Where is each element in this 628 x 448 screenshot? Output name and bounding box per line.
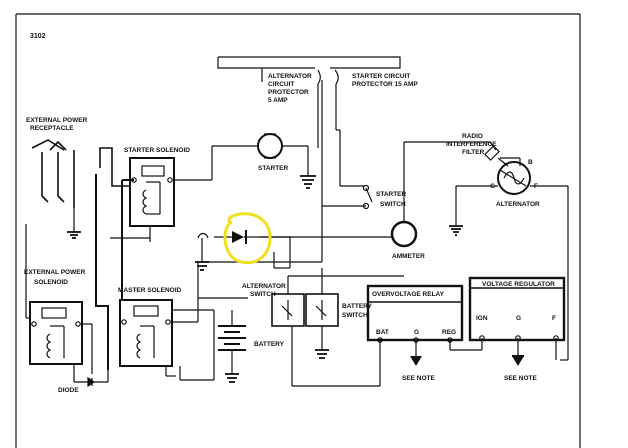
label-see-note-2: SEE NOTE: [504, 375, 538, 382]
label-radio-2: INTERFERENCE: [446, 141, 497, 148]
label-alt-g: G: [490, 183, 495, 190]
page-number: 3102: [30, 33, 46, 40]
label-ext-receptacle-1: EXTERNAL POWER: [26, 117, 88, 124]
ground-vr-icon: [512, 356, 524, 366]
label-vr-g: G: [516, 315, 521, 322]
protector-bus-left: [217, 57, 263, 82]
label-master-solenoid: MASTER SOLENOID: [118, 287, 182, 294]
label-starter-protector-1: STARTER CIRCUIT: [352, 73, 410, 80]
label-starter-switch-2: SWITCH: [380, 201, 406, 208]
label-radio-1: RADIO: [462, 133, 483, 140]
label-ovr-bat: BAT: [376, 329, 389, 336]
label-alt-f: F: [534, 183, 538, 190]
label-starter: STARTER: [258, 165, 289, 172]
label-see-note-1: SEE NOTE: [402, 375, 436, 382]
label-vr: VOLTAGE REGULATOR: [482, 281, 555, 288]
label-battery: BATTERY: [254, 341, 285, 348]
label-ovr-g: G: [414, 329, 419, 336]
label-alt-protector-3: PROTECTOR: [268, 89, 309, 96]
ground-battery-icon: [225, 373, 239, 383]
label-ext-receptacle-2: RECEPTACLE: [30, 125, 74, 132]
ground-solenoid-icon: [195, 261, 209, 271]
label-battery-switch-1: BATTERY: [342, 303, 373, 310]
ground-battery-switch-icon: [315, 349, 329, 359]
ground-starter-icon: [300, 175, 316, 189]
starter-protector-contact: [334, 69, 339, 85]
label-diode: DIODE: [58, 387, 79, 394]
label-ext-solenoid-2: SOLENOID: [34, 279, 68, 286]
alt-protector-contact: [317, 69, 321, 85]
label-ovr-reg: REG: [442, 329, 456, 336]
ground-ovr-icon: [410, 356, 422, 366]
label-ammeter: AMMETER: [392, 253, 425, 260]
label-alt-protector-4: 5 AMP: [268, 97, 288, 104]
label-radio-3: FILTER: [462, 149, 485, 156]
label-starter-protector-2: PROTECTOR 15 AMP: [352, 81, 418, 88]
ground-receptacle-icon: [67, 231, 81, 239]
label-ext-solenoid-1: EXTERNAL POWER: [24, 269, 86, 276]
label-alt-switch-2: SWITCH: [250, 291, 276, 298]
label-battery-switch-2: SWITCH: [342, 312, 368, 319]
highlight-circle: [223, 212, 272, 265]
label-ovr: OVERVOLTAGE RELAY: [372, 291, 445, 298]
diode-symbol: [232, 230, 260, 244]
protector-bus-top: [218, 56, 401, 69]
label-vr-f: F: [552, 315, 556, 322]
label-alt-protector-1: ALTERNATOR: [268, 73, 312, 80]
ground-alternator-icon: [449, 225, 463, 236]
labels: ALTERNATOR CIRCUIT PROTECTOR 5 AMP START…: [24, 73, 556, 394]
label-starter-switch-1: STARTER: [376, 191, 407, 198]
ground-symbols: [67, 175, 463, 383]
label-alt-b: B: [528, 159, 533, 166]
label-starter-solenoid: STARTER SOLENOID: [124, 147, 190, 154]
label-alternator: ALTERNATOR: [496, 201, 540, 208]
label-vr-ign: IGN: [476, 315, 488, 322]
label-alt-protector-2: CIRCUIT: [268, 81, 294, 88]
label-alt-switch-1: ALTERNATOR: [242, 283, 286, 290]
